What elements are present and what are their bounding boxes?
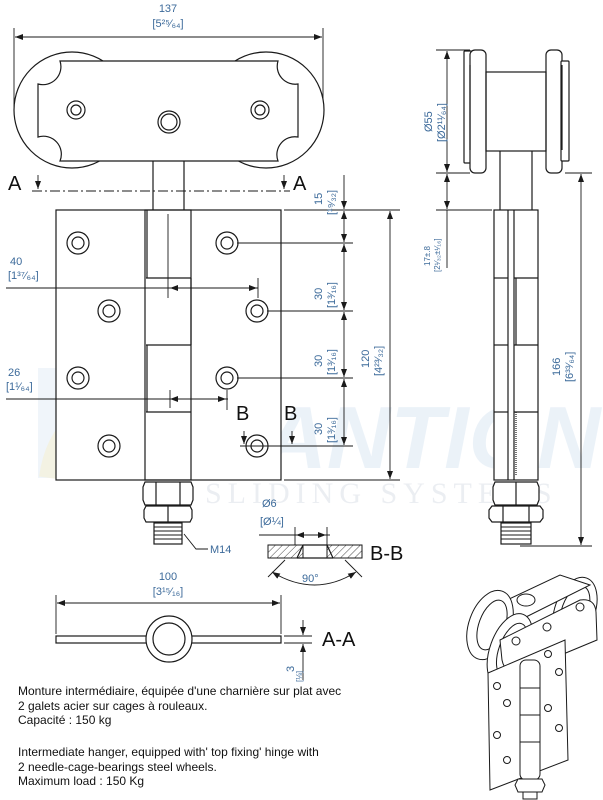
hole-diameter-mm: Ø6 <box>262 498 277 510</box>
description-fr-line: 2 galets acier sur cages à rouleaux. <box>18 698 208 713</box>
section-aa: 100 [3¹⁵⁄₁₆] 3 [⅛] A-A <box>55 571 356 682</box>
section-aa-title: A-A <box>322 629 356 651</box>
overall-height-inch: [6³³⁄₆₄] <box>564 352 576 382</box>
thread-label: M14 <box>210 544 231 556</box>
gap-15-inch: [¹⁹⁄₃₂] <box>326 190 338 215</box>
spacing-30-2-mm: 30 <box>313 355 325 367</box>
side-nut-lower <box>488 505 544 523</box>
description-en-line: Maximum load : 150 Kg <box>18 774 145 788</box>
description-en-line: Intermediate hanger, equipped with' top … <box>18 745 319 759</box>
overall-height-mm: 166 <box>551 358 563 376</box>
countersink-angle-arc <box>271 571 357 586</box>
wheel-diameter-inch: [Ø2¹¹⁄₆₄] <box>436 103 448 142</box>
iso-thread <box>522 791 538 800</box>
spacing-30-3-mm: 30 <box>313 423 325 435</box>
right-bearing <box>560 60 570 162</box>
section-bb: Ø6 [Ø¼] 90° B-B <box>259 498 403 586</box>
section-label-a-left: A <box>8 173 22 195</box>
hatch-left <box>267 544 304 559</box>
screw-holes-left <box>66 231 121 458</box>
description-fr-line: Capacité : 150 kg <box>18 713 112 727</box>
aa-knuckle-inner <box>152 622 186 656</box>
countersink-angle: 90° <box>302 573 319 585</box>
front-view: 137 [5²⁵⁄₆₄] A A <box>6 3 400 556</box>
thread <box>153 522 183 545</box>
wheel-to-plate-inch: [2¹⁄₃₂±¹⁄₁₆] <box>433 238 442 272</box>
section-label-a-right: A <box>293 173 307 195</box>
right-wheel-flange <box>545 49 563 174</box>
iso-knuckle <box>519 659 541 781</box>
description-en: Intermediate hanger, equipped with' top … <box>18 745 319 789</box>
spacing-30-1-mm: 30 <box>313 288 325 300</box>
offset-40-mm: 40 <box>10 256 22 268</box>
bolt-inner <box>70 104 82 116</box>
center-bolt-outer <box>157 110 181 134</box>
wheel-diameter-mm: Ø55 <box>423 111 435 132</box>
bolt-outer <box>250 100 270 120</box>
spacing-30-1-inch: [1³⁄₁₆] <box>326 282 338 308</box>
spacing-30-2-inch: [1³⁄₁₆] <box>326 349 338 375</box>
bolt-outer <box>66 100 86 120</box>
aa-width-inch: [3¹⁵⁄₁₆] <box>153 586 183 598</box>
side-thread <box>500 522 532 545</box>
hatch-right <box>326 544 363 559</box>
width-mm: 137 <box>159 3 177 15</box>
gap-15-mm: 15 <box>313 193 325 205</box>
description-fr: Monture intermédiaire, équipée d'une cha… <box>18 684 341 728</box>
spacing-30-3-inch: [1³⁄₁₆] <box>326 417 338 443</box>
hole-diameter-inch: [Ø¼] <box>260 516 284 528</box>
aa-thickness-inch: [⅛] <box>295 671 304 682</box>
width-inch: [5²⁵⁄₆₄] <box>152 18 183 30</box>
section-label-b-right: B <box>284 403 297 425</box>
thread-leader <box>183 533 208 550</box>
offset-40-inch: [1³⁷⁄₆₄] <box>8 270 39 282</box>
section-bb-title: B-B <box>370 543 403 565</box>
wheel-axle <box>485 71 547 152</box>
center-bolt-inner <box>160 113 178 131</box>
plate-height-mm: 120 <box>360 350 372 368</box>
aa-thickness-mm: 3 <box>285 666 297 672</box>
offset-26-inch: [1¹⁄₆₄] <box>6 381 33 393</box>
wheel-to-plate-mm: 17±.8 <box>423 245 432 266</box>
offset-26-mm: 26 <box>8 367 20 379</box>
thread-lines <box>154 526 182 540</box>
iso-nut <box>514 778 546 793</box>
left-wheel-flange <box>469 49 487 174</box>
bolt-inner <box>254 104 266 116</box>
aa-width-mm: 100 <box>159 571 177 583</box>
hex-nut-upper <box>142 481 194 506</box>
plate-height-inch: [4²³⁄₃₂] <box>373 346 385 376</box>
section-label-b-left: B <box>236 403 249 425</box>
side-view: Ø55 [Ø2¹¹⁄₆₄] 17±.8 [2¹⁄₃₂±¹⁄₁₆] 166 [6³… <box>423 49 592 547</box>
description-fr-line: Monture intermédiaire, équipée d'une cha… <box>18 684 342 698</box>
isometric-view <box>466 574 598 800</box>
description-en-line: 2 needle-cage-bearings steel wheels. <box>18 759 217 774</box>
